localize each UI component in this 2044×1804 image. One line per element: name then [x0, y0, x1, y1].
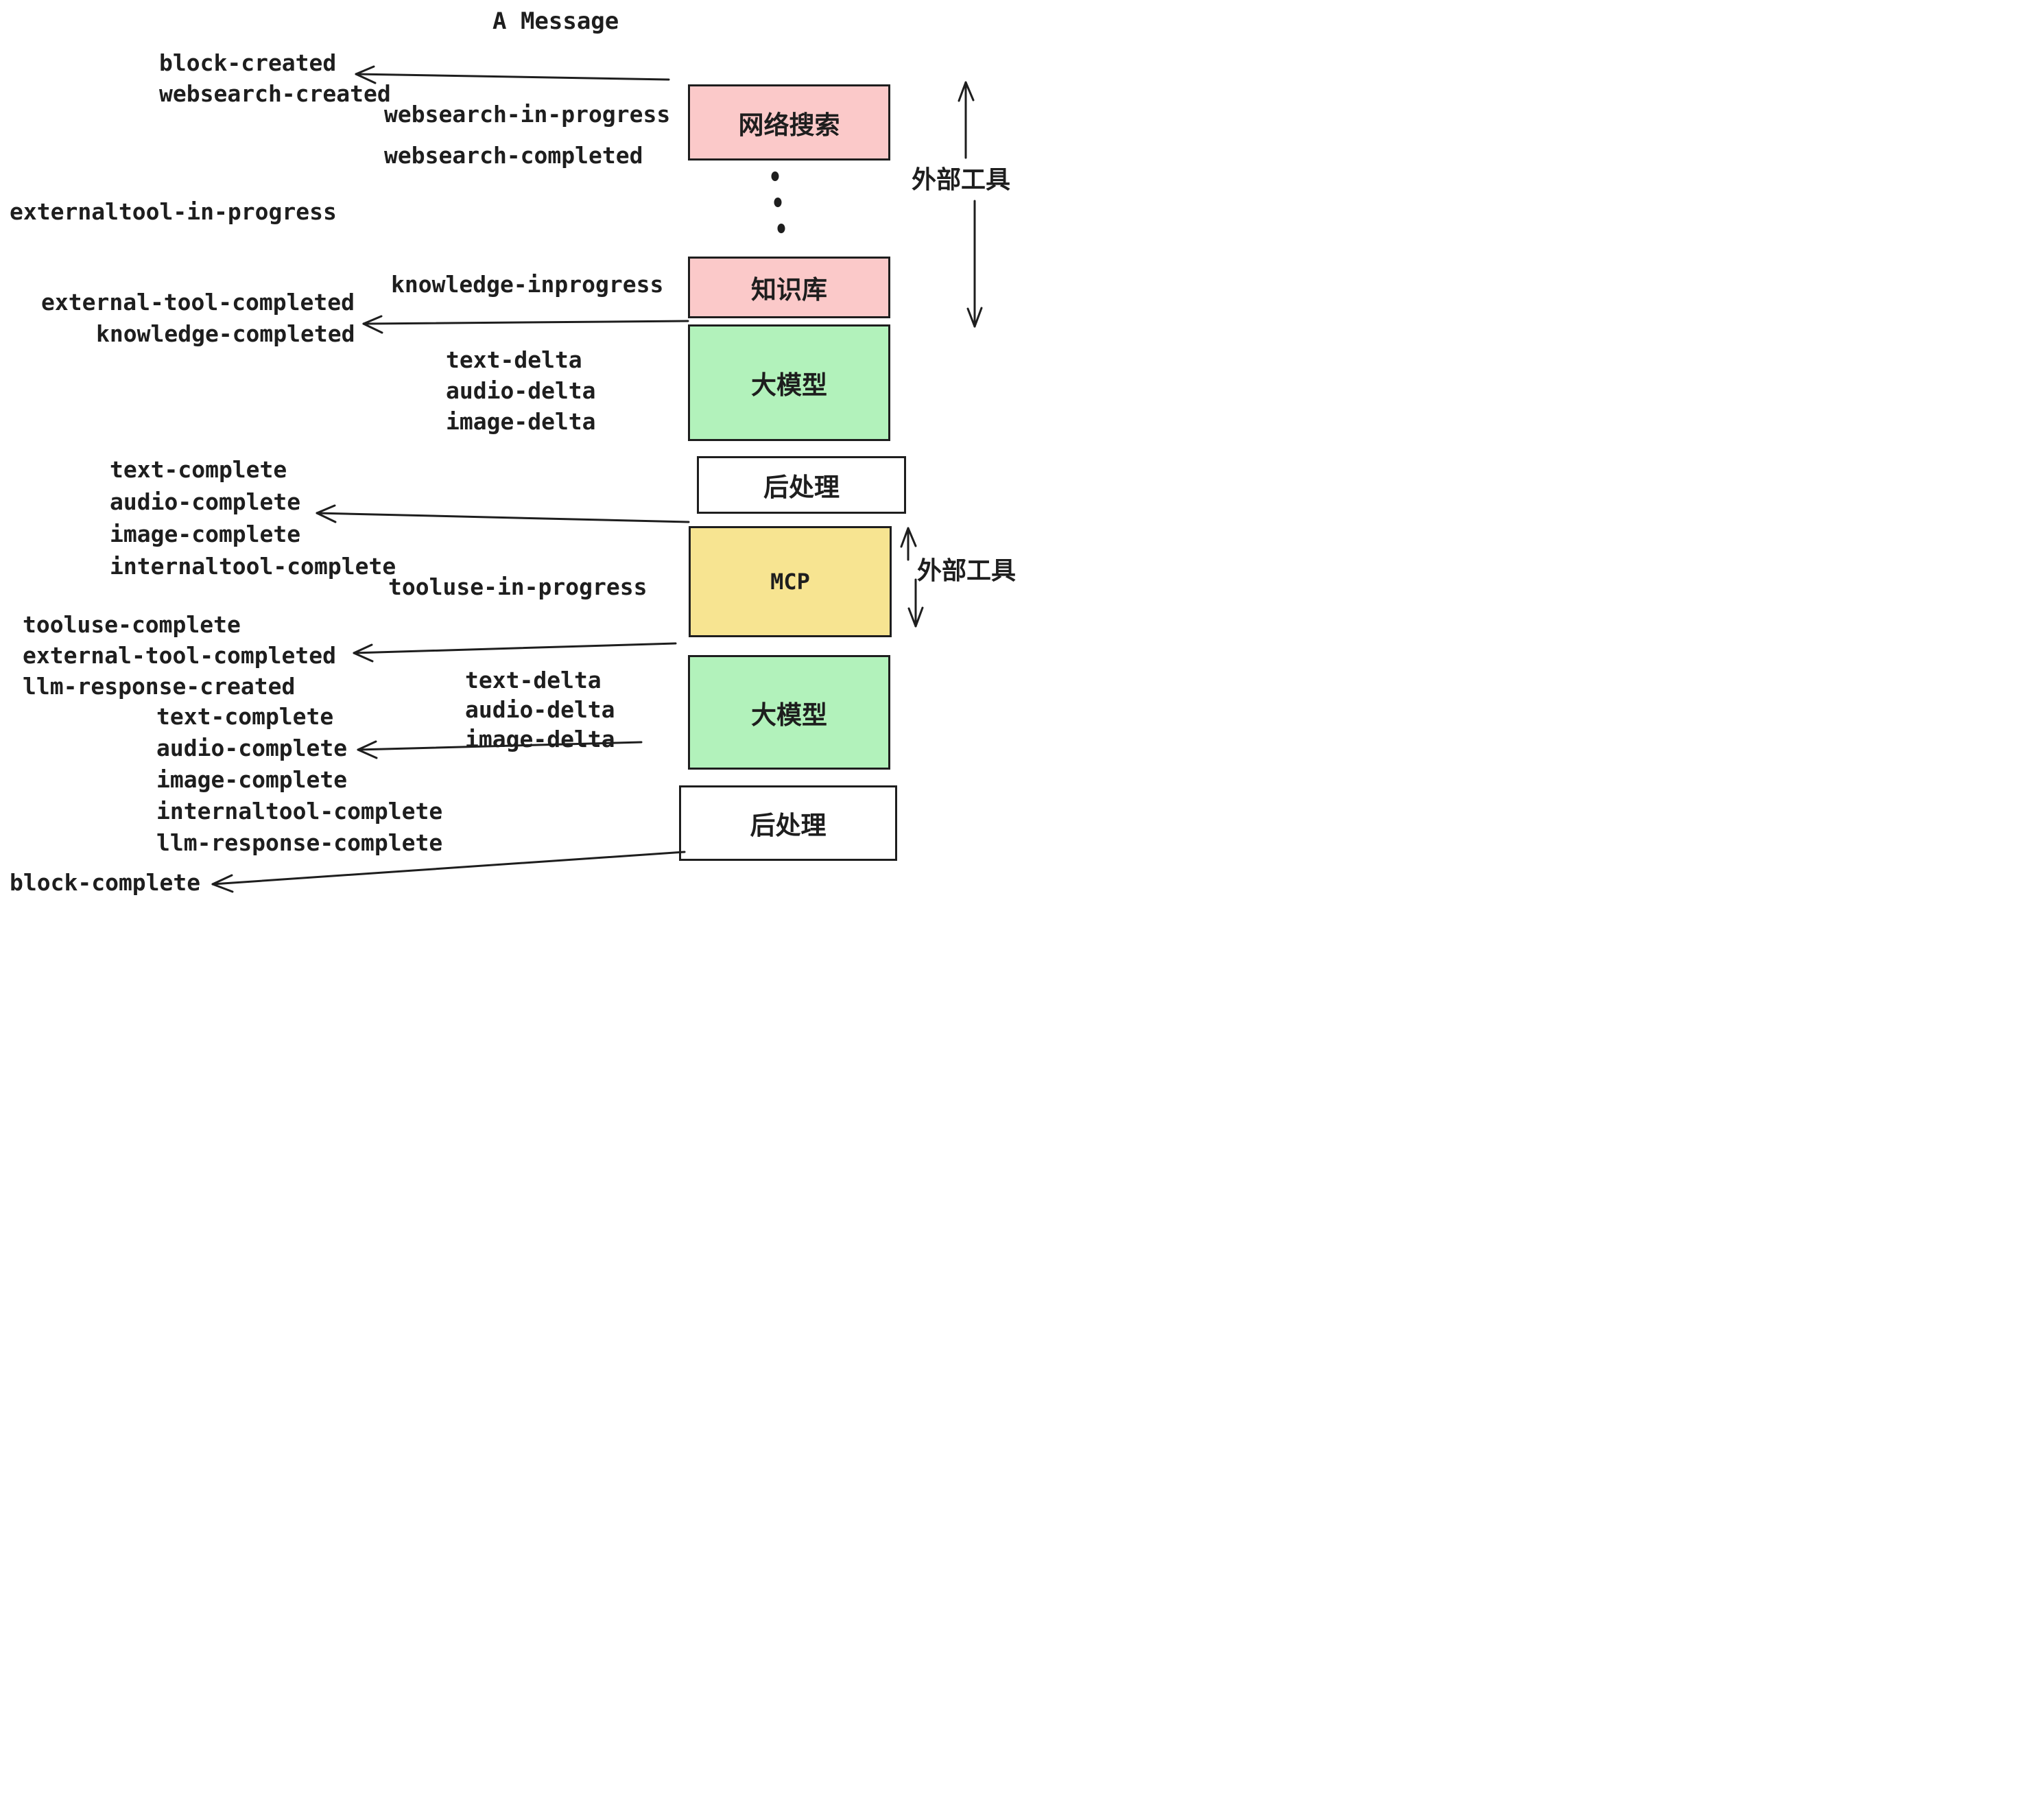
- event-externaltool-in-progress: externaltool-in-progress: [10, 198, 337, 225]
- event-image-delta-1: image-delta: [446, 408, 596, 435]
- arrow-to-block-created: [355, 65, 670, 84]
- event-knowledge-completed: knowledge-completed: [96, 320, 355, 347]
- message-event-flow-diagram: A Message block-created websearch-create…: [0, 0, 1022, 902]
- event-external-tool-completed-2: external-tool-completed: [23, 642, 336, 669]
- arrow-external-tools-mcp-up: [900, 527, 917, 561]
- arrow-external-tools-top-up: [958, 81, 975, 159]
- event-audio-delta-2: audio-delta: [465, 696, 615, 723]
- event-image-delta-2: image-delta: [465, 726, 615, 752]
- box-postprocess-2: 后处理: [679, 785, 897, 861]
- event-text-delta-2: text-delta: [465, 667, 602, 693]
- event-image-complete-2: image-complete: [156, 766, 348, 793]
- event-text-complete-2: text-complete: [156, 703, 334, 730]
- event-tooluse-in-progress: tooluse-in-progress: [388, 573, 647, 600]
- event-websearch-completed: websearch-completed: [384, 142, 643, 169]
- box-llm-1-label: 大模型: [751, 371, 827, 399]
- label-external-tools-top: 外部工具: [912, 165, 1011, 193]
- arrow-to-tooluse-complete: [353, 642, 677, 663]
- arrow-to-block-complete: [211, 851, 686, 893]
- box-llm-2: 大模型: [688, 655, 890, 770]
- label-external-tools-mcp: 外部工具: [917, 556, 1017, 584]
- vertical-ellipsis-dots: [771, 171, 785, 233]
- event-internaltool-complete-1: internaltool-complete: [110, 553, 396, 580]
- box-websearch: 网络搜索: [688, 84, 890, 161]
- box-llm-2-label: 大模型: [751, 700, 827, 729]
- arrow-external-tools-top-down: [966, 200, 983, 328]
- arrow-external-tools-mcp-down: [907, 578, 924, 628]
- box-knowledge-label: 知识库: [751, 276, 827, 304]
- diagram-title: A Message: [492, 8, 619, 35]
- box-llm-1: 大模型: [688, 324, 890, 441]
- event-external-tool-completed: external-tool-completed: [41, 289, 355, 316]
- arrow-to-image-complete: [316, 504, 690, 523]
- event-audio-complete-2: audio-complete: [156, 735, 348, 761]
- event-websearch-created: websearch-created: [159, 80, 391, 107]
- event-llm-response-complete: llm-response-complete: [156, 829, 443, 856]
- event-text-delta-1: text-delta: [446, 346, 582, 373]
- event-knowledge-inprogress: knowledge-inprogress: [391, 271, 664, 298]
- event-text-complete-1: text-complete: [110, 456, 287, 483]
- event-audio-complete-1: audio-complete: [110, 488, 301, 515]
- event-internaltool-complete-2: internaltool-complete: [156, 798, 443, 824]
- box-postprocess-1-label: 后处理: [763, 473, 840, 501]
- event-block-created: block-created: [159, 49, 337, 76]
- event-llm-response-created: llm-response-created: [23, 673, 296, 700]
- event-image-complete-1: image-complete: [110, 521, 301, 547]
- box-knowledge: 知识库: [688, 257, 890, 318]
- box-websearch-label: 网络搜索: [738, 110, 840, 139]
- box-postprocess-1: 后处理: [697, 456, 906, 514]
- box-mcp: MCP: [689, 526, 892, 637]
- arrow-to-knowledge-completed: [362, 315, 689, 334]
- box-postprocess-2-label: 后处理: [750, 811, 827, 840]
- event-block-complete: block-complete: [10, 869, 201, 896]
- event-tooluse-complete: tooluse-complete: [23, 611, 241, 638]
- event-websearch-in-progress: websearch-in-progress: [384, 101, 671, 128]
- box-mcp-label: MCP: [770, 569, 810, 595]
- event-audio-delta-1: audio-delta: [446, 377, 596, 404]
